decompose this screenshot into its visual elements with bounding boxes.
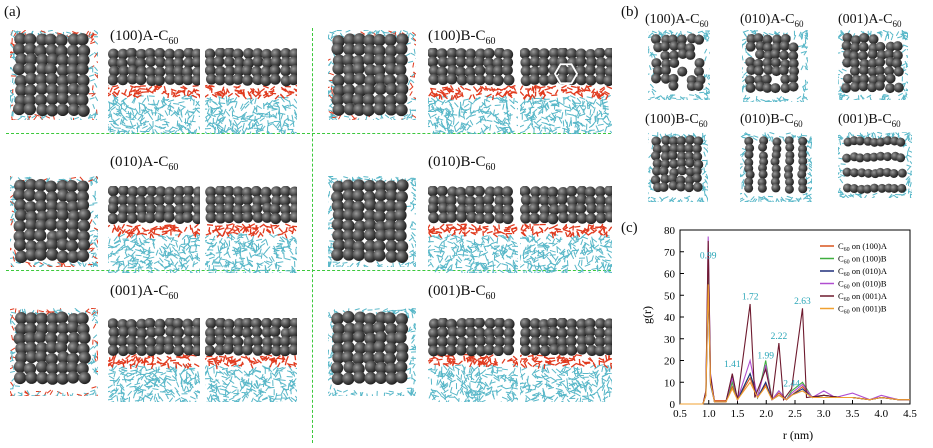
x-axis-label: r (nm) [783, 428, 813, 442]
snapshot-001a-side2 [205, 318, 297, 402]
x-tick-label: 3.0 [817, 408, 831, 420]
x-tick-label: 4.0 [874, 408, 888, 420]
x-tick-label: 2.0 [759, 408, 773, 420]
panel-a-divider-row1 [6, 133, 611, 134]
legend-entry-2: C60 on (010)A [838, 266, 888, 278]
y-tick-label: 30 [664, 334, 676, 346]
snapshot-001a-side1 [108, 318, 200, 402]
snapshot-010a-side2 [205, 186, 297, 273]
y-tick-label: 0 [670, 399, 676, 411]
legend-entry-5: C60 on (001)B [838, 304, 887, 316]
snapshot-001a-top-view [10, 308, 98, 396]
snapshot-010b-side1 [428, 186, 518, 273]
x-tick-label: 1.0 [702, 408, 716, 420]
snapshot-100b-side1 [428, 48, 518, 134]
x-tick-label: 1.5 [731, 408, 745, 420]
snapshot-001b-side2 [520, 318, 612, 402]
label-b-001A: (001)A-C60 [838, 12, 902, 29]
label-100A: (100)A-C60 [110, 28, 179, 47]
snapshot-b-001a [838, 30, 908, 100]
panel-a-divider-row2 [6, 270, 611, 271]
panel-a-label: (a) [4, 4, 21, 20]
label-010B: (010)B-C60 [428, 154, 496, 173]
peak-annotation: 2.44 [783, 380, 800, 390]
label-b-010A: (010)A-C60 [740, 12, 804, 29]
y-tick-label: 80 [664, 225, 676, 237]
chart-axes: 0.5 1.0 1.5 2.0 2.5 3.0 3.5 4.0 4.5 0 10 20 30 40 50 60… [664, 225, 917, 420]
snapshot-010a-top-view [10, 176, 98, 267]
y-tick-label: 10 [664, 377, 676, 389]
snapshot-001b-side1 [428, 318, 518, 402]
x-tick-label: 4.5 [903, 408, 917, 420]
y-tick-label: 20 [664, 356, 676, 368]
snapshot-010a-side1 [108, 186, 200, 273]
snapshot-010b-top-view [328, 176, 416, 267]
peak-annotation: 2.22 [771, 332, 788, 342]
peak-annotation: 1.99 [757, 351, 774, 361]
panel-b-label: (b) [621, 4, 639, 20]
legend-entry-1: C60 on (100)B [838, 254, 887, 266]
snapshot-100b-top-view [328, 30, 416, 120]
hexagon-marker [553, 63, 579, 85]
snapshot-001b-top-view [328, 308, 416, 396]
peak-annotation: 1.72 [742, 293, 759, 303]
chart-annotations: 0.99 1.41 1.72 1.99 2.22 2.44 2.63 [700, 251, 811, 389]
chart-series-group [680, 236, 910, 405]
snapshot-b-001b [838, 132, 912, 198]
snapshot-100a-side1 [108, 48, 200, 134]
x-tick-label: 0.5 [673, 408, 687, 420]
legend-entry-3: C60 on (010)B [838, 279, 887, 291]
y-tick-label: 70 [664, 247, 676, 259]
y-tick-label: 60 [664, 269, 676, 281]
snapshot-100a-side2 [205, 48, 297, 134]
legend-entry-4: C60 on (001)A [838, 291, 888, 303]
snapshot-b-010a [742, 30, 808, 102]
x-tick-label: 2.5 [788, 408, 802, 420]
snapshot-b-100b [648, 132, 708, 202]
label-100B: (100)B-C60 [428, 28, 496, 47]
snapshot-b-010b [740, 132, 812, 202]
label-001B: (001)B-C60 [428, 283, 496, 302]
label-b-001B: (001)B-C60 [838, 112, 901, 129]
y-axis-label: g(r) [640, 306, 654, 324]
snapshot-010b-side2 [520, 186, 612, 273]
y-tick-label: 40 [664, 312, 676, 324]
panel-c-label: (c) [621, 220, 638, 236]
panel-a-vertical-divider [312, 28, 313, 443]
snapshot-100b-side2 [520, 48, 612, 134]
rdf-chart: 0.5 1.0 1.5 2.0 2.5 3.0 3.5 4.0 4.5 0 10 20 30 40 50 60… [640, 225, 917, 442]
label-010A: (010)A-C60 [110, 154, 179, 173]
label-001A: (001)A-C60 [110, 283, 179, 302]
legend-entry-0: C60 on (100)A [838, 241, 888, 253]
peak-annotation: 0.99 [700, 251, 717, 261]
y-tick-label: 50 [664, 290, 676, 302]
label-b-100A: (100)A-C60 [645, 12, 709, 29]
peak-annotation: 1.41 [724, 360, 741, 370]
label-b-010B: (010)B-C60 [740, 112, 803, 129]
series-line-5 [680, 284, 910, 405]
label-b-100B: (100)B-C60 [645, 112, 708, 129]
peak-annotation: 2.63 [794, 297, 811, 307]
x-tick-label: 3.5 [846, 408, 860, 420]
snapshot-b-100a [648, 30, 710, 100]
snapshot-100a-top-view [10, 30, 98, 120]
